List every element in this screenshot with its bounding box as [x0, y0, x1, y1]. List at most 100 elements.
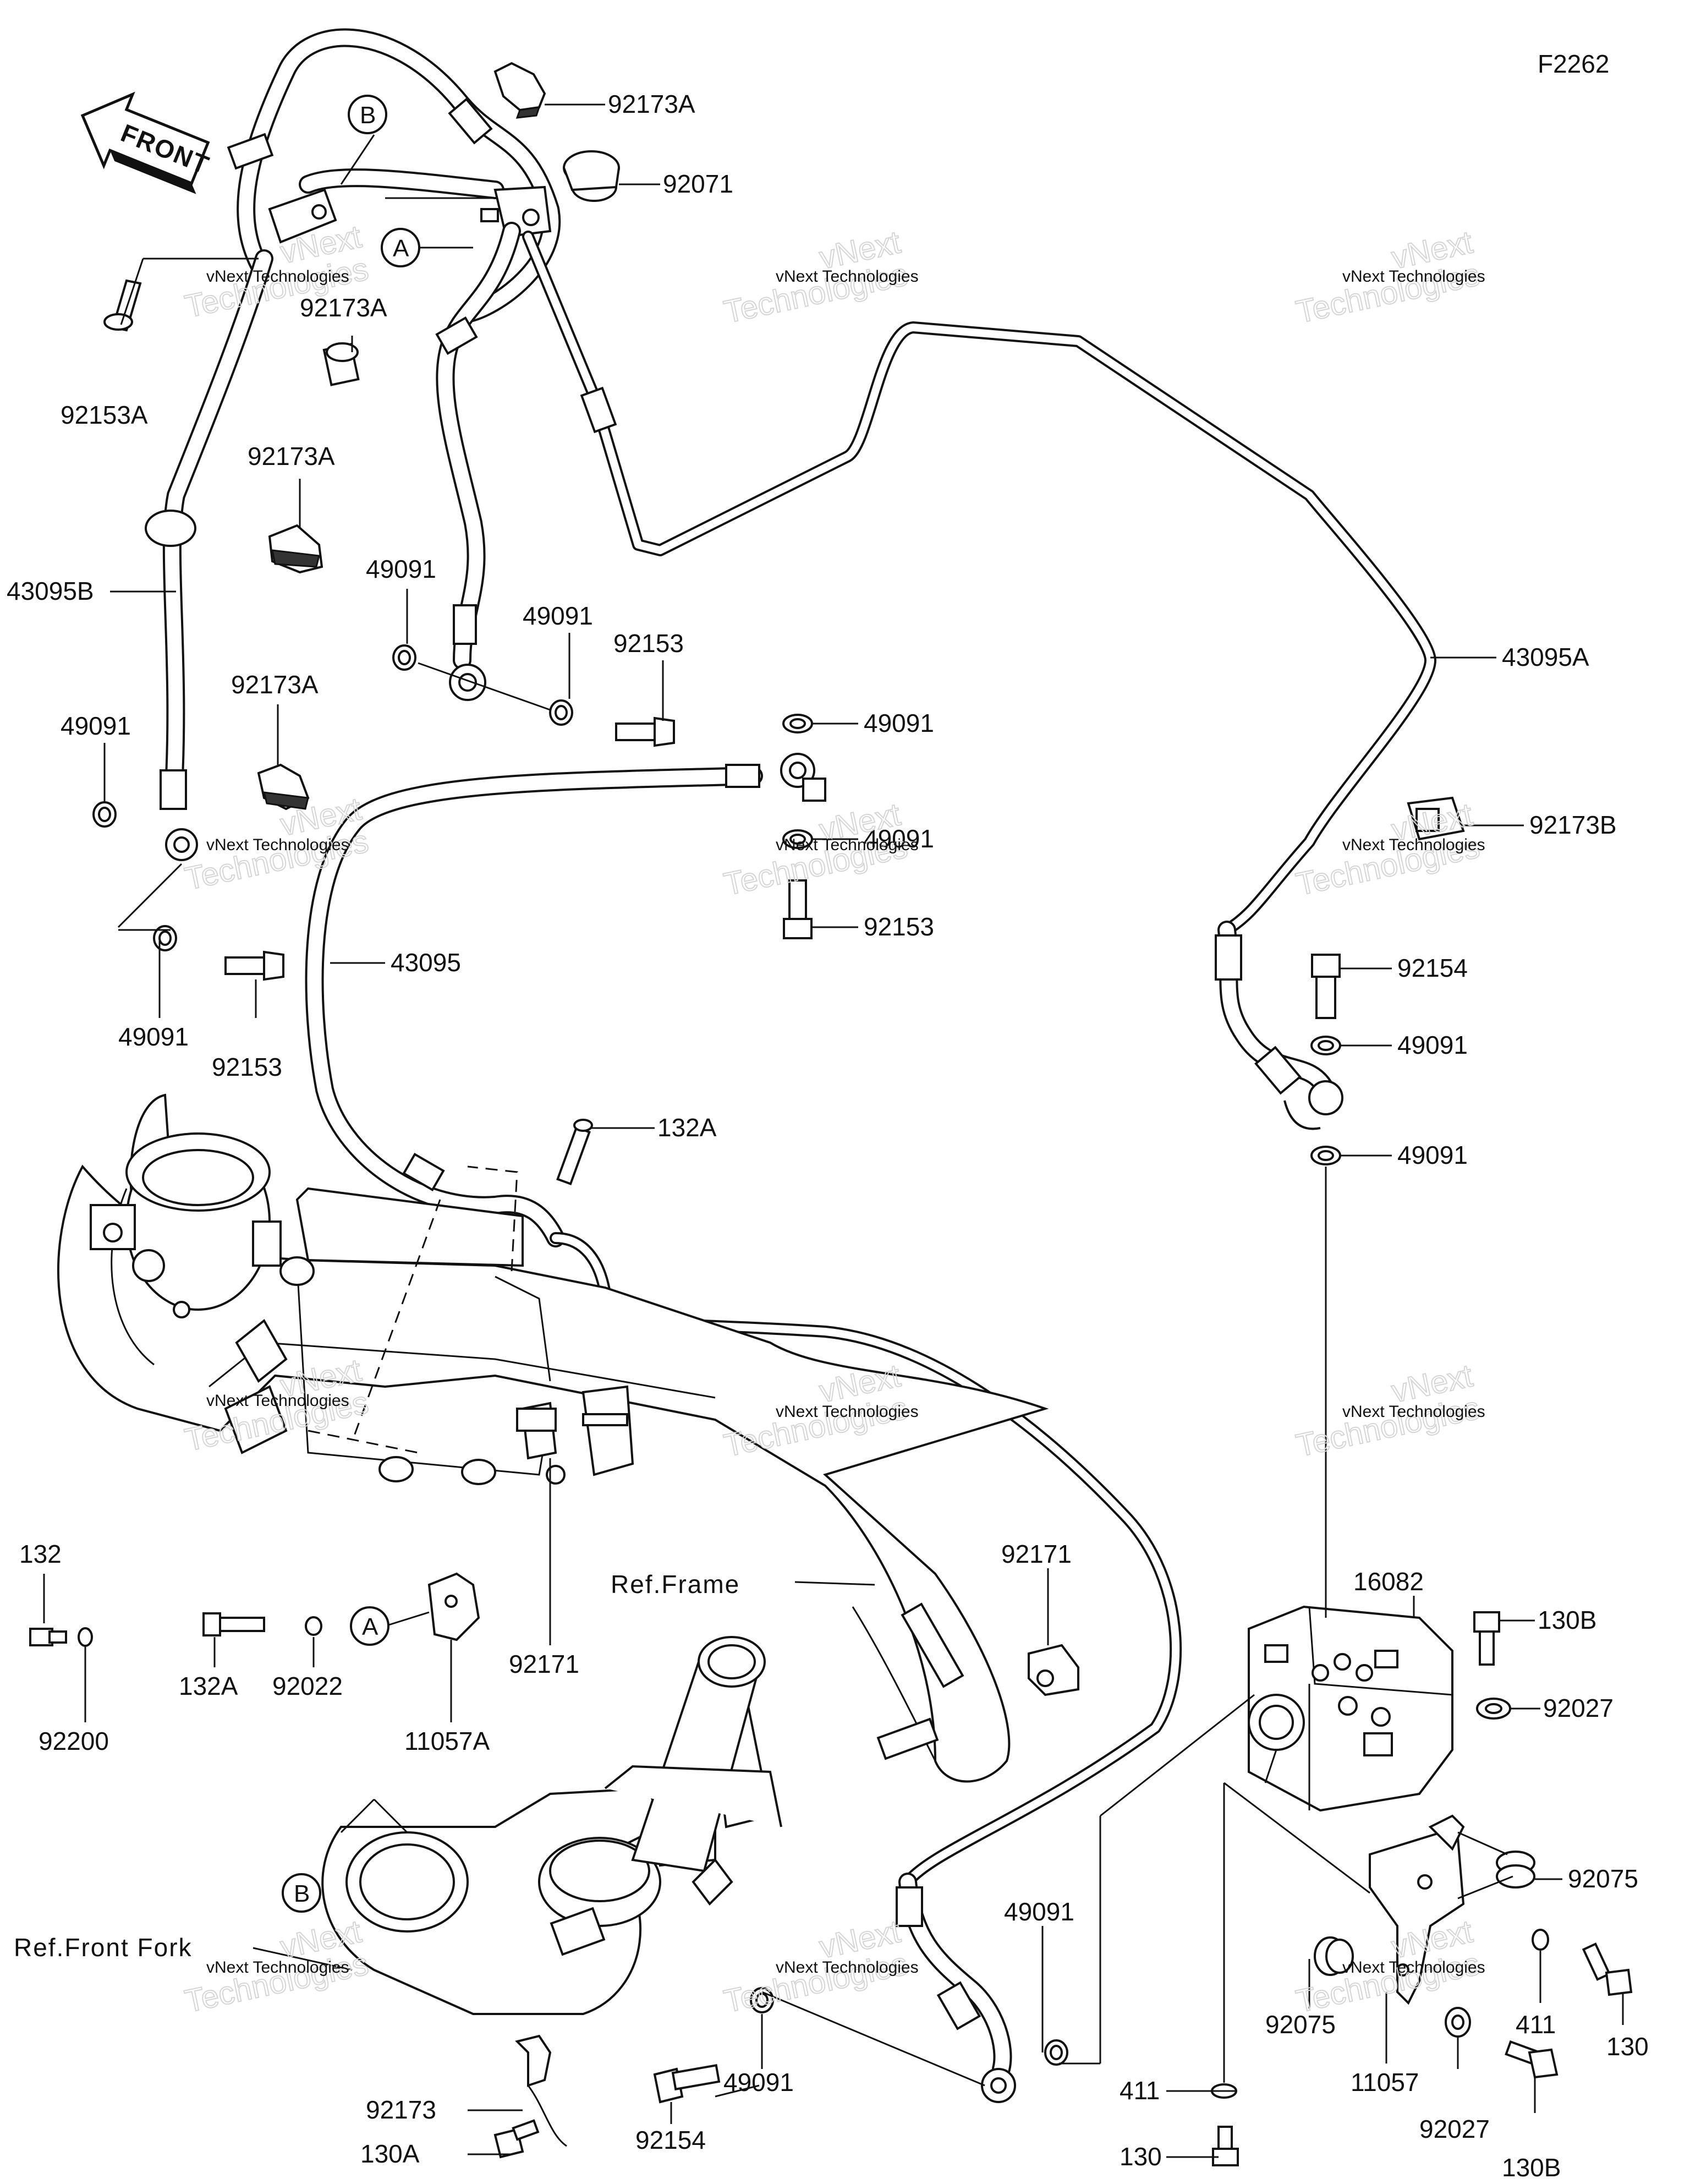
label-49091-10: 49091	[723, 2068, 794, 2097]
bolt-92153a	[103, 279, 142, 332]
label-92027-1: 92027	[1543, 1694, 1614, 1722]
label-92173a-1: 92173A	[608, 90, 695, 118]
brake-hose-lower	[896, 1873, 1016, 2103]
damper-92171-2	[1028, 1644, 1079, 1696]
frame-bracket	[173, 1187, 524, 1454]
washer-49091-2	[392, 644, 416, 671]
bolt-130-2	[1212, 2126, 1239, 2166]
washer-92200	[78, 1627, 93, 1647]
washer-49091-4	[782, 714, 813, 734]
bolt-92153-3	[224, 950, 284, 981]
leader-lines	[43, 103, 1624, 2158]
grommet-92075-1	[1496, 1851, 1535, 1889]
label-11057: 11057	[1351, 2068, 1419, 2097]
washer-49091-9	[1044, 2039, 1068, 2066]
label-92173a-2: 92173A	[300, 293, 387, 322]
bolt-132a-1	[556, 1119, 593, 1185]
label-411-2: 411	[1516, 2010, 1556, 2039]
bolt-130a	[493, 2119, 540, 2159]
grommet-92075-2	[1314, 1936, 1354, 1976]
label-49091-8: 49091	[1397, 1141, 1468, 1169]
washer-49091-7	[1310, 1036, 1341, 1055]
label-ref-front-fork: Ref.Front Fork	[14, 1933, 193, 1962]
damper-92171-1	[516, 1402, 557, 1460]
label-43095a: 43095A	[1502, 643, 1589, 671]
label-92153-1: 92153	[613, 629, 684, 658]
bolt-92154-1	[1311, 954, 1341, 1019]
label-411-1: 411	[1120, 2076, 1160, 2105]
label-92153-2: 92153	[864, 912, 934, 941]
label-11057a: 11057A	[404, 1727, 490, 1755]
bolt-130b-1	[1473, 1611, 1500, 1666]
label-92027-2: 92027	[1419, 2115, 1490, 2143]
label-130-1: 130	[1120, 2142, 1162, 2171]
bolt-132a-2	[202, 1612, 265, 1636]
svg-text:vNext Technologies: vNext Technologies	[206, 836, 349, 854]
brake-hose-right	[1215, 921, 1343, 1130]
label-92173a-3: 92173A	[248, 442, 335, 470]
brake-hose-top	[227, 28, 561, 323]
bracket-11057a	[427, 1572, 480, 1641]
label-49091-1: 49091	[366, 555, 436, 583]
clamp-92173a-3	[268, 524, 323, 574]
bolt-92153-1	[615, 716, 675, 747]
label-92173a-4: 92173A	[231, 670, 319, 699]
washer-49091-3	[549, 699, 573, 726]
label-49091-2: 49091	[523, 601, 593, 630]
svg-text:A: A	[393, 235, 409, 262]
label-43095b: 43095B	[7, 577, 94, 605]
front-arrow-icon: FRONT	[80, 91, 213, 194]
label-49091-5: 49091	[864, 824, 934, 853]
clamp-92173a-4	[257, 763, 310, 811]
steering-head	[90, 1093, 271, 1311]
svg-text:vNext Technologies: vNext Technologies	[776, 1403, 919, 1421]
label-92075-2: 92075	[1265, 2010, 1336, 2039]
clip-92173	[515, 2034, 567, 2147]
svg-text:Technologies: Technologies	[1293, 1390, 1483, 1464]
clip-92173b	[1407, 796, 1465, 841]
bolt-130-1	[1582, 1942, 1633, 1996]
washer-49091-10	[750, 1987, 774, 2013]
diagram-code: F2262	[1538, 50, 1609, 78]
label-132a-2: 132A	[179, 1672, 238, 1700]
svg-text:vNext Technologies: vNext Technologies	[1342, 1403, 1485, 1421]
svg-text:A: A	[362, 1613, 378, 1640]
label-49091-6: 49091	[118, 1022, 189, 1051]
svg-text:vNext Technologies: vNext Technologies	[206, 1958, 349, 1977]
callout-a-mid: A	[350, 1606, 389, 1646]
label-49091-9: 49091	[1004, 1897, 1074, 1926]
callout-b-top: B	[348, 95, 387, 134]
label-43095: 43095	[391, 948, 461, 977]
clip-92173a-2	[322, 342, 360, 386]
svg-text:vNext Technologies: vNext Technologies	[776, 267, 919, 286]
label-92154-2: 92154	[635, 2126, 706, 2154]
svg-text:vNext Technologies: vNext Technologies	[776, 836, 919, 854]
label-132a-1: 132A	[657, 1113, 717, 1142]
label-92153-3: 92153	[212, 1053, 282, 1081]
label-130-2: 130	[1606, 2032, 1649, 2061]
front-fork-part	[321, 1636, 782, 2015]
grommet-92071	[563, 150, 620, 202]
label-130b-2: 130B	[1502, 2153, 1561, 2182]
svg-text:B: B	[294, 1880, 310, 1907]
svg-text:vNext Technologies: vNext Technologies	[1342, 267, 1485, 286]
clamp-92173a-1	[493, 62, 546, 119]
label-92153a: 92153A	[61, 401, 148, 429]
callout-b-bottom: B	[282, 1873, 321, 1913]
svg-text:vNext Technologies: vNext Technologies	[776, 1958, 919, 1977]
brake-hose-43095	[305, 753, 826, 1247]
label-130a: 130A	[360, 2139, 420, 2168]
svg-text:vNext Technologies: vNext Technologies	[1342, 1958, 1485, 1977]
washer-49091-5	[782, 829, 813, 849]
bolt-92154-2	[653, 2063, 721, 2104]
collar-92027-1	[1476, 1698, 1511, 1720]
label-132: 132	[19, 1540, 62, 1568]
label-92200: 92200	[39, 1727, 109, 1755]
label-49091-3: 49091	[61, 711, 131, 740]
brake-pipe-43095a	[522, 231, 1436, 936]
label-92173: 92173	[366, 2095, 436, 2124]
abs-bracket-11057	[1369, 1814, 1465, 2005]
callout-a-top: A	[381, 228, 420, 267]
label-92171-2: 92171	[1001, 1540, 1072, 1568]
